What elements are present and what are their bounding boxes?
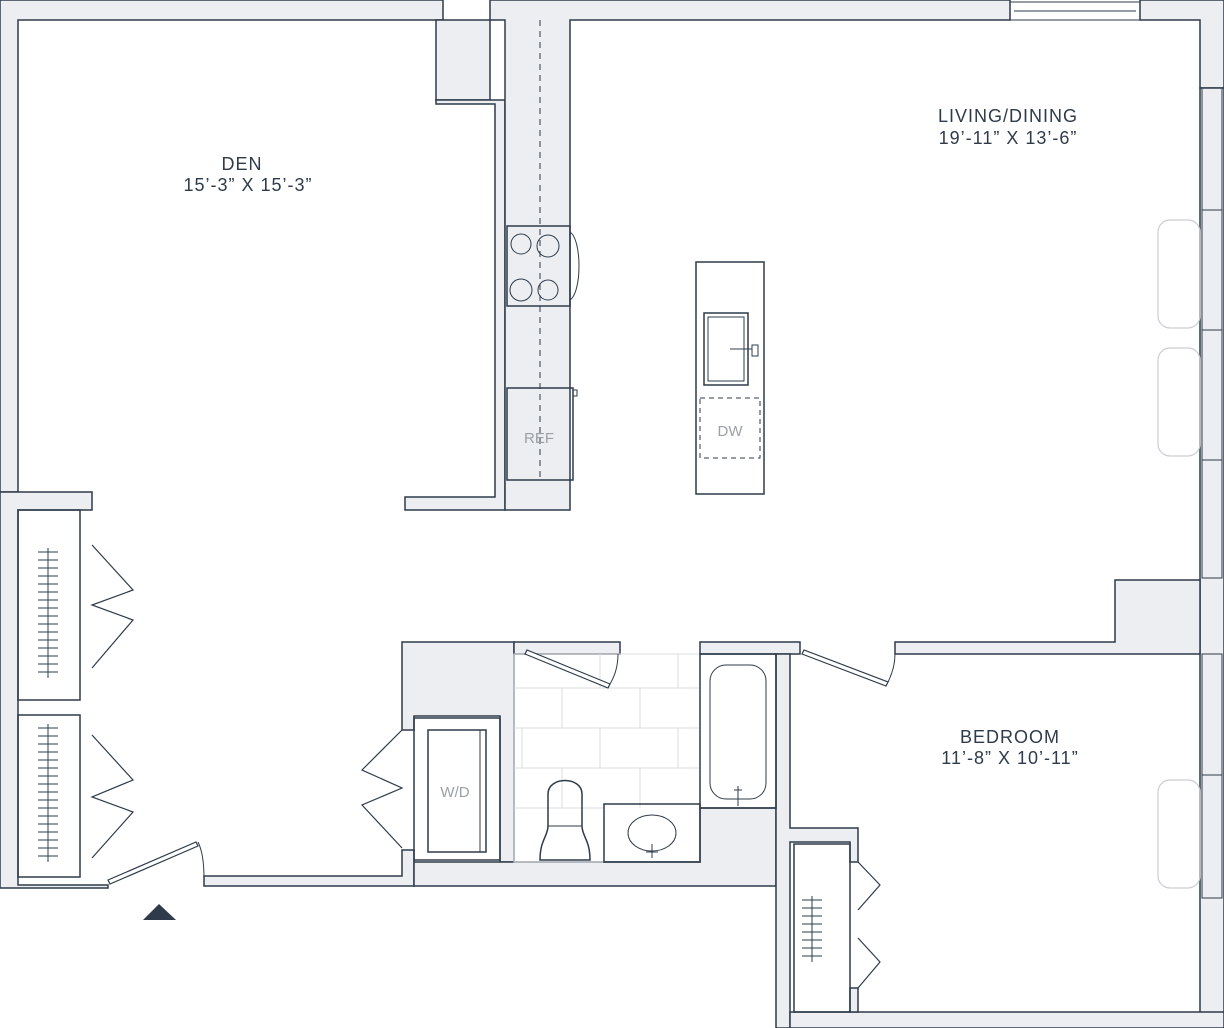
wall-bedroom-west [775,653,859,1028]
wall-east [1199,87,1224,1028]
closet [17,509,81,701]
wall-den-column [435,19,491,101]
bedroom-closet [793,843,851,1013]
washer-dryer-label: W/D [440,784,469,801]
bathroom-door [524,649,611,689]
hvac-unit [1157,219,1201,329]
living-dining-dimensions: 19’-11” X 13’-6” [939,128,1078,148]
laundry: W/D [360,717,501,861]
bathroom [513,649,777,863]
wall-north-right [1139,0,1224,89]
hvac-units [1157,219,1201,889]
bedroom-door-swing [887,653,896,683]
bedroom-dimensions: 11’-8” X 10’-11” [941,748,1078,768]
window-east-1 [1201,87,1223,579]
range [506,225,571,307]
entry-arrow-icon [143,904,176,920]
room-labels: DEN 15’-3” X 15’-3” LIVING/DINING 19’-11… [183,106,1078,768]
bedroom-door [801,649,889,687]
wall-north-den [0,0,444,493]
burner [509,278,533,302]
window-east-2 [1201,653,1223,899]
closet-door [90,734,135,859]
burner [537,279,559,301]
vanity [603,803,701,863]
burner [510,233,532,255]
washer-dryer [427,729,487,853]
wall-bedroom-south [789,1011,1224,1028]
wall-south-den [203,849,415,887]
burner [536,234,560,258]
faucet [730,344,759,357]
hangers [802,899,822,957]
wall-bedroom-closet-stub [849,987,859,1013]
kitchen: REF DW [506,20,765,495]
bathroom-door-swing [609,653,619,685]
bedroom-closet-door [857,861,881,911]
entry-door [107,841,199,885]
den-dimensions: 15’-3” X 15’-3” [183,175,312,195]
windows [1009,1,1223,899]
hvac-unit [1157,347,1201,457]
refrigerator-label: REF [524,430,554,447]
bathtub-basin [709,664,767,800]
washer-dryer-closet [413,717,501,861]
bedroom-label: BEDROOM [960,727,1060,747]
wall-west-lower [0,491,109,889]
living-dining-label: LIVING/DINING [938,106,1078,126]
closet [17,714,81,878]
wall-bath-top-right [699,641,801,655]
kitchen-island [695,261,765,495]
wall-bedroom-north [894,579,1201,655]
vanity-faucet [646,844,658,858]
dishwasher-label: DW [718,423,744,440]
range-handle [569,231,580,301]
laundry-door [360,729,404,849]
bedroom-closet-door [857,937,881,989]
window-north [1009,1,1141,21]
wall-kitchen [489,0,1011,511]
wall-service-core [401,641,515,863]
bedroom [793,649,896,1013]
closet-door [90,544,135,669]
den-label: DEN [221,154,262,174]
hangers [38,551,58,857]
den-closets [17,509,135,878]
refrigerator [506,387,574,481]
dishwasher [699,397,761,459]
wall-bath-south [413,807,777,887]
refrigerator-handle [572,389,578,397]
hvac-unit [1157,779,1201,889]
toilet [539,779,591,861]
entry [107,841,205,920]
wall-den-partition [404,99,506,511]
bathtub [699,653,777,809]
entry-door-swing [197,841,205,879]
tub-faucet [734,786,742,806]
